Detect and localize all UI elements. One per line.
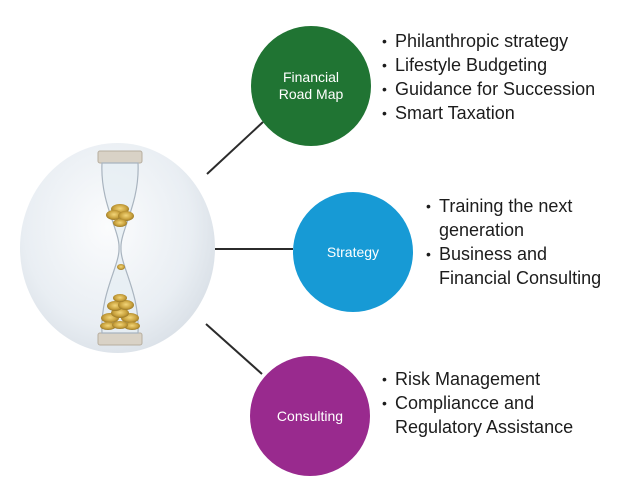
hourglass-image: [20, 143, 215, 353]
node-label-strategy: Strategy: [326, 243, 380, 260]
list-item: Training the next generation: [426, 194, 601, 242]
list-strategy: Training the next generation Business an…: [426, 194, 601, 290]
list-item: Smart Taxation: [382, 101, 595, 125]
list-item: Philanthropic strategy: [382, 29, 595, 53]
list-consulting: Risk Management Compliancce and Regulato…: [382, 367, 573, 439]
list-item: Guidance for Succession: [382, 77, 595, 101]
node-financial-road-map: Financial Road Map: [251, 26, 371, 146]
list-item: Business and Financial Consulting: [426, 242, 601, 290]
list-item: Lifestyle Budgeting: [382, 53, 595, 77]
node-label-financial-road-map: Financial Road Map: [278, 69, 344, 102]
list-item: Risk Management: [382, 367, 573, 391]
connector-consulting: [205, 323, 263, 375]
list-item: Compliancce and Regulatory Assistance: [382, 391, 573, 439]
node-consulting: Consulting: [250, 356, 370, 476]
list-financial-road-map: Philanthropic strategy Lifestyle Budgeti…: [382, 29, 595, 125]
hourglass-icon: [97, 150, 143, 346]
node-label-consulting: Consulting: [276, 407, 344, 424]
connector-financial-road-map: [206, 121, 264, 175]
node-strategy: Strategy: [293, 192, 413, 312]
